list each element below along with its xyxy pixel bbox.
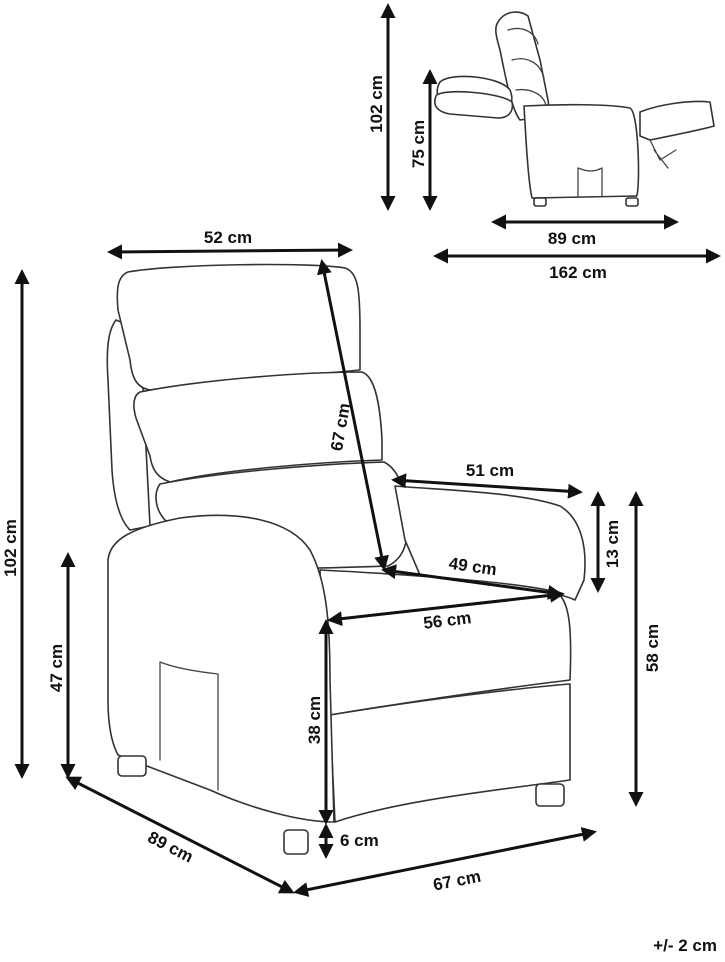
label-seat-height: 47 cm <box>47 644 66 692</box>
label-arm-total-height: 58 cm <box>643 624 662 672</box>
dim-line-width <box>293 827 597 897</box>
dimension-lines: 102 cm 47 cm 89 cm 67 cm 52 cm 67 cm 51 … <box>1 2 721 897</box>
dim-line-seat-depth-top <box>391 473 583 499</box>
label-depth: 89 cm <box>145 828 197 867</box>
dim-line-backrest-width <box>107 242 353 260</box>
dim-line-seat-width <box>327 587 565 627</box>
label-reclined-length: 162 cm <box>549 263 607 282</box>
label-seat-to-floor: 38 cm <box>305 696 324 744</box>
label-leg-height: 6 cm <box>340 831 379 850</box>
label-width: 67 cm <box>431 867 482 895</box>
label-reclined-seat-height: 75 cm <box>409 120 428 168</box>
dim-line-backrest-height <box>317 259 389 571</box>
label-seat-depth-top: 51 cm <box>466 461 514 480</box>
dim-line-depth <box>65 776 295 894</box>
label-reclined-base-depth: 89 cm <box>548 229 596 248</box>
tolerance-note: +/- 2 cm <box>653 936 717 955</box>
label-backrest-width: 52 cm <box>204 228 252 247</box>
recliner-side-view-reclined <box>434 11 715 207</box>
recliner-front-view <box>106 263 586 855</box>
label-total-height: 102 cm <box>1 519 20 577</box>
label-armrest-height: 13 cm <box>603 520 622 568</box>
label-reclined-height: 102 cm <box>367 75 386 133</box>
